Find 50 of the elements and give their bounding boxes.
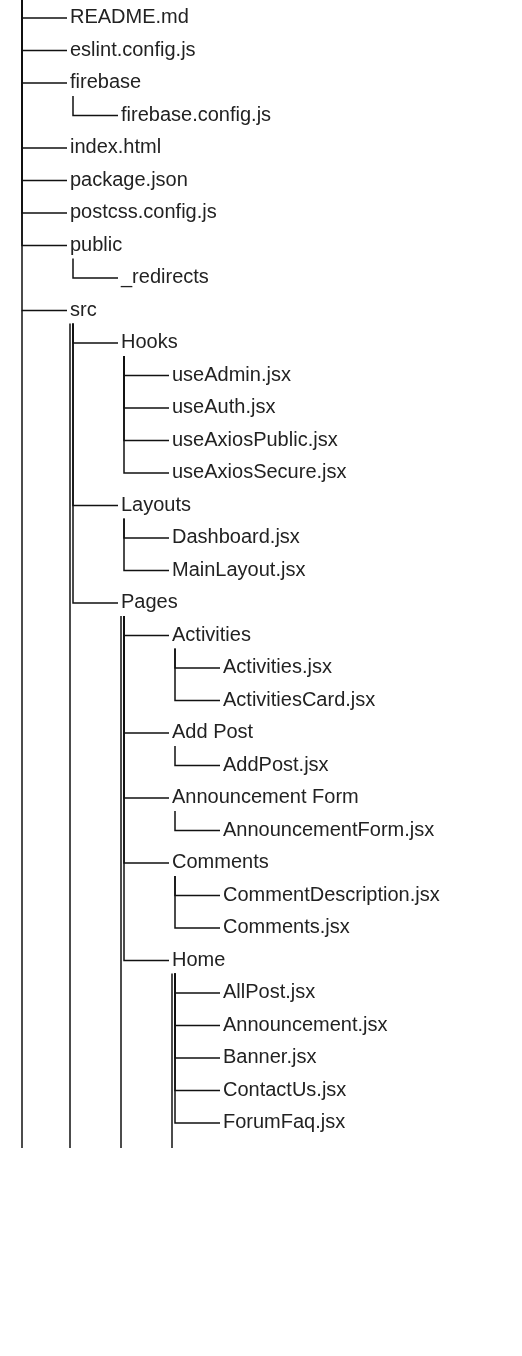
tree-entry: AddPost.jsx [223,752,329,779]
tree-entry: Hooks [121,330,178,356]
tree-line [21,0,68,312]
tree-line [72,322,119,604]
tree-line [123,517,170,572]
tree-line [174,875,221,929]
tree-line [174,647,221,702]
tree-entry: Comments.jsx [223,915,350,941]
tree-entry: CommentDescription.jsx [223,882,440,909]
tree-entry: ActivitiesCard.jsx [223,687,376,714]
tree-entry: Announcement.jsx [223,1012,388,1039]
tree-entry: Activities.jsx [223,655,332,681]
tree-line [69,322,71,1149]
tree-entry: README.md [70,5,189,31]
tree-entry: eslint.config.js [70,37,196,64]
tree-entry: useAdmin.jsx [172,362,291,389]
tree-entry: Add Post [172,720,254,746]
tree-entry: postcss.config.js [70,200,217,226]
tree-entry: public [70,232,123,259]
tree-entry: Announcement Form [172,785,359,811]
tree-line [174,810,221,832]
tree-entry: MainLayout.jsx [172,557,306,584]
tree-entry: useAuth.jsx [172,395,276,421]
tree-entry: ForumFaq.jsx [223,1110,346,1136]
tree-line [174,972,221,1124]
tree-line [120,615,122,1149]
tree-entry: Home [172,947,226,974]
tree-entry: index.html [70,135,162,161]
tree-entry: ContactUs.jsx [223,1077,347,1104]
tree-line [72,95,119,117]
tree-entry: AllPost.jsx [223,980,316,1006]
tree-entry: src [70,297,97,324]
tree-entry: Activities [172,622,251,649]
tree-line [72,257,119,279]
tree-entry: Pages [121,590,178,616]
tree-entry: AnnouncementForm.jsx [223,817,435,844]
tree-entry: Comments [172,850,269,876]
tree-entry: Dashboard.jsx [172,525,300,551]
tree-entry: _redirects [121,265,209,291]
tree-line [123,615,170,962]
tree-entry: firebase.config.js [121,102,272,129]
tree-entry: useAxiosPublic.jsx [172,427,338,454]
tree-entry: package.json [70,167,188,194]
tree-entry: Banner.jsx [223,1045,317,1071]
tree-line [174,745,221,767]
tree-line [171,972,173,1149]
tree-entry: Layouts [121,492,192,519]
tree-entry: firebase [70,70,142,96]
tree-line [123,355,170,474]
tree-entry: useAxiosSecure.jsx [172,460,347,486]
